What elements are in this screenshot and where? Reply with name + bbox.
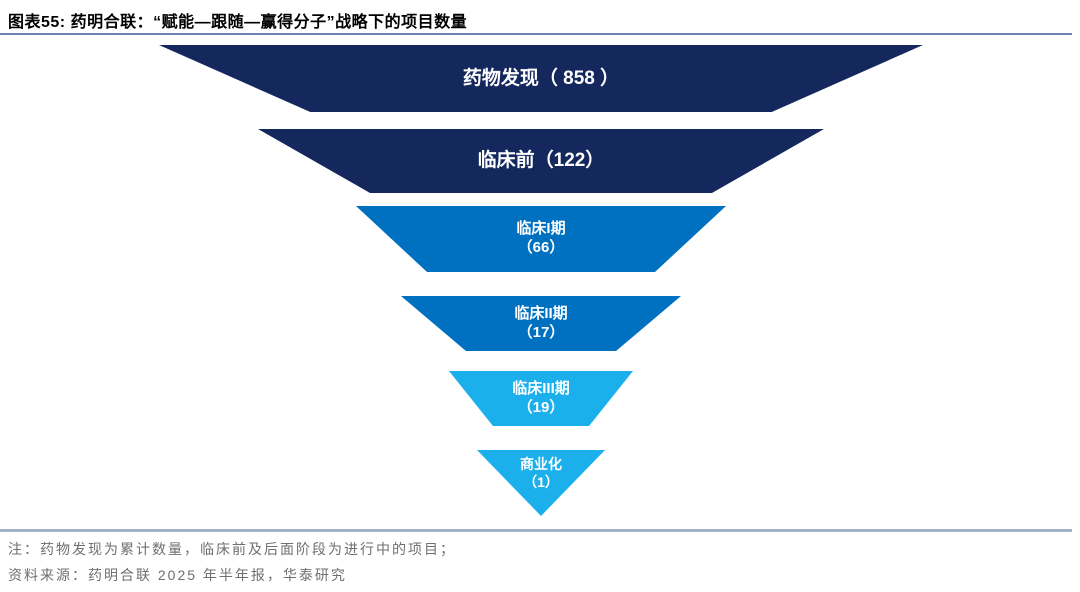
figure-header: 图表55: 药明合联：“赋能—跟随—赢得分子”战略下的项目数量 — [0, 0, 1072, 32]
stage-label-line1: 临床II期 — [514, 304, 568, 322]
funnel-stage-3: 临床I期（66） — [356, 206, 726, 272]
stage-label-line2: （17） — [517, 323, 565, 341]
stage-label-line1: 临床III期 — [512, 379, 570, 397]
figure-notes: 注：药物发现为累计数量，临床前及后面阶段为进行中的项目； 资料来源：药明合联 2… — [8, 536, 1068, 588]
stage-label-line2: （19） — [517, 398, 565, 416]
stage-label-line1: 商业化 — [520, 456, 562, 472]
stage-label-line2: （66） — [517, 239, 565, 256]
funnel-stage-4: 临床II期（17） — [401, 296, 681, 351]
footer-divider — [0, 529, 1072, 532]
stage-label-line1: 临床前（122） — [477, 150, 605, 172]
figure-title: 图表55: 药明合联：“赋能—跟随—赢得分子”战略下的项目数量 — [8, 14, 468, 31]
stage-label-line1: 临床I期 — [516, 220, 566, 238]
funnel-stage-1: 药物发现（ 858 ） — [159, 45, 923, 112]
funnel-stage-6: 商业化（1） — [477, 450, 605, 516]
funnel-stage-2: 临床前（122） — [258, 129, 824, 193]
source-line: 资料来源：药明合联 2025 年半年报，华泰研究 — [8, 567, 347, 583]
funnel-chart: 药物发现（ 858 ）临床前（122）临床I期（66）临床II期（17）临床II… — [159, 45, 923, 516]
stage-label-line1: 药物发现（ 858 ） — [462, 67, 620, 89]
stage-label-line2: （1） — [523, 473, 559, 490]
note-line: 注：药物发现为累计数量，临床前及后面阶段为进行中的项目； — [8, 541, 456, 557]
funnel-stage-5: 临床III期（19） — [449, 371, 633, 426]
title-underline — [0, 33, 1072, 35]
